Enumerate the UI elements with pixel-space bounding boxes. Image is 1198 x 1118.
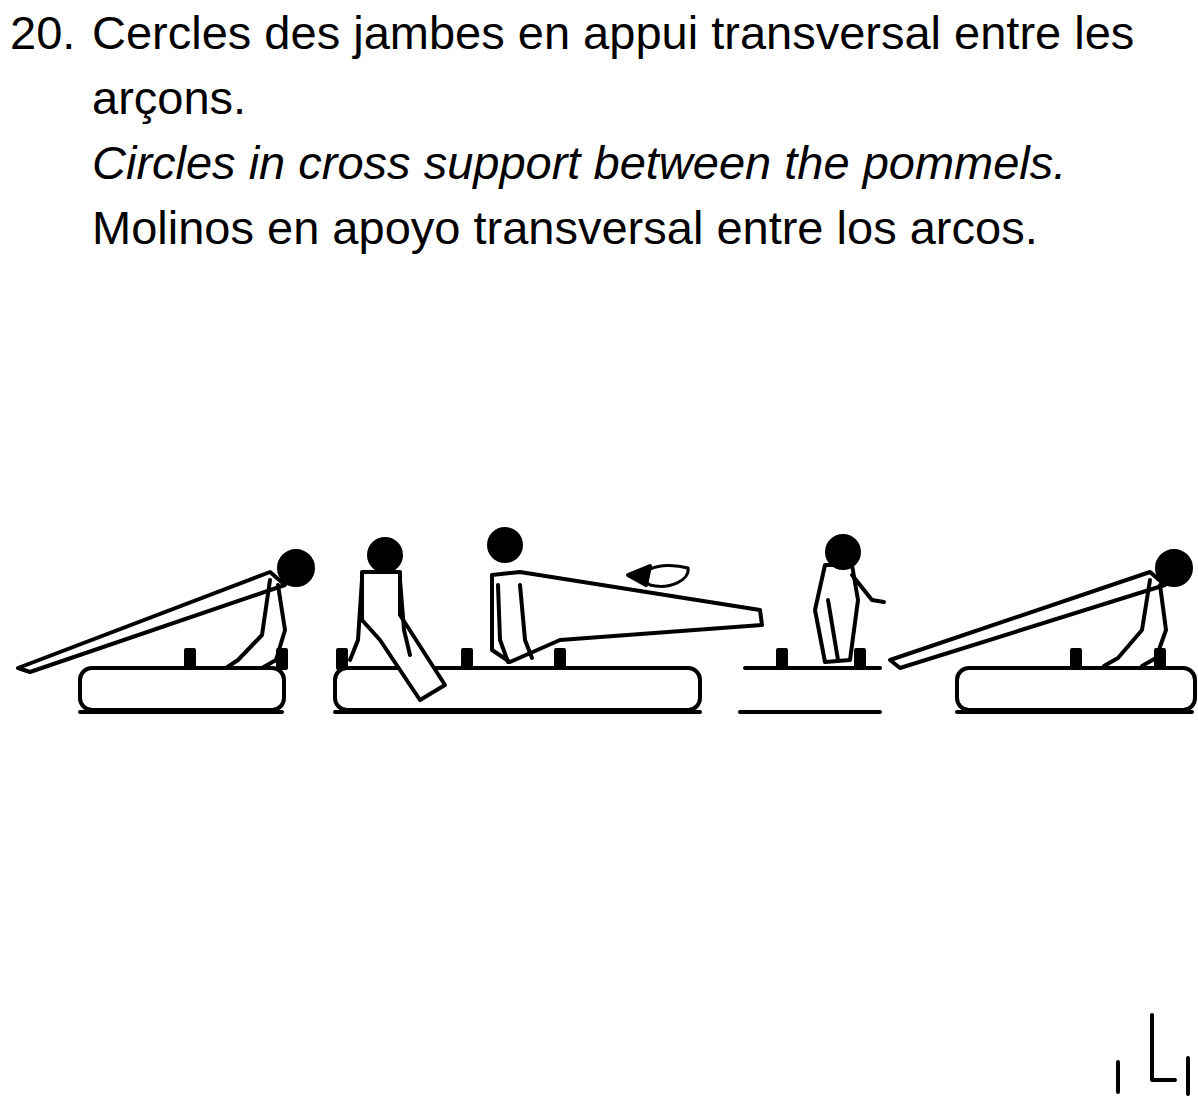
figure-frame-2-3 — [335, 529, 762, 712]
element-number: 20. — [10, 0, 90, 65]
french-description: Cercles des jambes en appui transversal … — [92, 0, 1196, 130]
figure-frame-4 — [740, 536, 884, 712]
value-symbol — [1118, 1015, 1188, 1094]
figure-frame-5 — [890, 551, 1195, 712]
figure-frame-1 — [18, 551, 313, 712]
spanish-description: Molinos en apoyo transversal entre los a… — [92, 195, 1196, 260]
english-description: Circles in cross support between the pom… — [92, 130, 1196, 195]
